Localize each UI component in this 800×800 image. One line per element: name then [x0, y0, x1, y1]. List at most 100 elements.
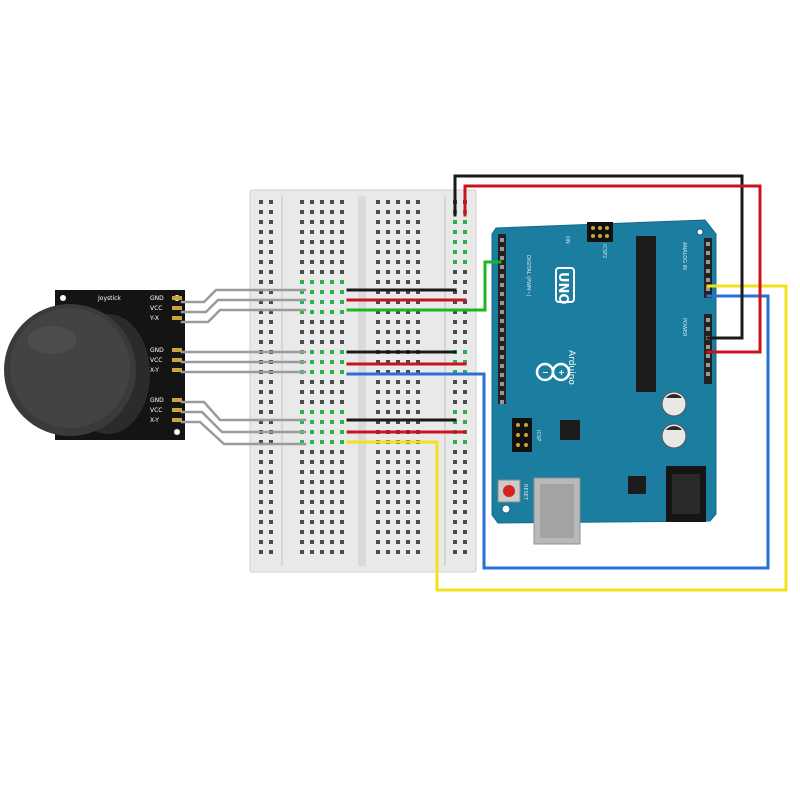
breadboard-hole	[386, 300, 390, 304]
breadboard-hole	[340, 400, 344, 404]
breadboard-hole	[300, 520, 304, 524]
breadboard-hole	[300, 460, 304, 464]
breadboard-hole	[416, 510, 420, 514]
breadboard-hole	[320, 460, 324, 464]
breadboard-hole	[320, 510, 324, 514]
breadboard-hole	[310, 360, 314, 364]
breadboard-hole	[416, 260, 420, 264]
breadboard-hole	[406, 550, 410, 554]
breadboard-hole	[269, 410, 273, 414]
breadboard-hole	[406, 330, 410, 334]
breadboard-hole	[259, 410, 263, 414]
breadboard-hole	[310, 520, 314, 524]
digital-pin	[500, 310, 504, 314]
breadboard-hole	[300, 500, 304, 504]
joystick-pin	[172, 398, 182, 402]
digital-pin	[500, 256, 504, 260]
breadboard-hole	[330, 290, 334, 294]
breadboard-hole	[340, 510, 344, 514]
breadboard-hole	[453, 410, 457, 414]
breadboard-hole	[416, 340, 420, 344]
breadboard-hole	[386, 460, 390, 464]
breadboard-hole	[300, 310, 304, 314]
breadboard-hole	[396, 360, 400, 364]
breadboard-hole	[406, 500, 410, 504]
breadboard-hole	[310, 390, 314, 394]
breadboard-hole	[330, 260, 334, 264]
breadboard-hole	[330, 460, 334, 464]
breadboard-hole	[259, 380, 263, 384]
joystick-pin	[172, 408, 182, 412]
breadboard-hole	[300, 400, 304, 404]
breadboard-hole	[320, 280, 324, 284]
breadboard-hole	[376, 250, 380, 254]
breadboard-hole	[330, 410, 334, 414]
breadboard-hole	[386, 410, 390, 414]
breadboard-hole	[416, 370, 420, 374]
breadboard-hole	[330, 250, 334, 254]
breadboard-hole	[300, 480, 304, 484]
breadboard-hole	[453, 360, 457, 364]
uno-logo: UNO	[555, 267, 575, 305]
breadboard-hole	[416, 460, 420, 464]
breadboard-hole	[330, 200, 334, 204]
digital-pin	[500, 238, 504, 242]
breadboard-hole	[453, 260, 457, 264]
joystick-pin	[172, 348, 182, 352]
breadboard-hole	[406, 460, 410, 464]
breadboard-hole	[416, 230, 420, 234]
breadboard-hole	[463, 260, 467, 264]
breadboard-hole	[463, 490, 467, 494]
breadboard-hole	[340, 240, 344, 244]
breadboard-hole	[269, 250, 273, 254]
breadboard-hole	[269, 520, 273, 524]
breadboard-hole	[259, 330, 263, 334]
breadboard-hole	[406, 470, 410, 474]
breadboard-hole	[320, 470, 324, 474]
breadboard-hole	[406, 230, 410, 234]
breadboard-hole	[386, 370, 390, 374]
breadboard-hole	[463, 250, 467, 254]
breadboard-hole	[453, 490, 457, 494]
breadboard-hole	[463, 350, 467, 354]
breadboard-hole	[396, 460, 400, 464]
breadboard-hole	[310, 490, 314, 494]
breadboard-hole	[340, 530, 344, 534]
breadboard-hole	[310, 340, 314, 344]
breadboard-hole	[396, 470, 400, 474]
breadboard-hole	[340, 390, 344, 394]
breadboard-hole	[269, 320, 273, 324]
breadboard-hole	[259, 400, 263, 404]
breadboard-hole	[320, 450, 324, 454]
breadboard-hole	[396, 500, 400, 504]
digital-pin	[500, 364, 504, 368]
breadboard-hole	[310, 290, 314, 294]
breadboard-hole	[406, 530, 410, 534]
breadboard-hole	[269, 210, 273, 214]
breadboard-hole	[376, 370, 380, 374]
joystick-pin-label: X-Y	[150, 367, 159, 374]
reset-button[interactable]	[497, 479, 521, 503]
breadboard-hole	[396, 280, 400, 284]
breadboard-hole	[386, 210, 390, 214]
breadboard-hole	[386, 540, 390, 544]
breadboard-hole	[320, 360, 324, 364]
breadboard-hole	[300, 250, 304, 254]
breadboard-hole	[463, 290, 467, 294]
breadboard-hole	[386, 320, 390, 324]
breadboard-hole	[320, 260, 324, 264]
breadboard-hole	[396, 210, 400, 214]
breadboard-hole	[310, 500, 314, 504]
breadboard-hole	[310, 350, 314, 354]
breadboard-hole	[340, 220, 344, 224]
breadboard-hole	[300, 270, 304, 274]
joystick-pin-label: VCC	[150, 357, 162, 364]
breadboard-hole	[269, 380, 273, 384]
breadboard-hole	[453, 440, 457, 444]
breadboard-hole	[300, 210, 304, 214]
breadboard-hole	[330, 370, 334, 374]
breadboard-hole	[259, 270, 263, 274]
breadboard-hole	[396, 490, 400, 494]
breadboard-hole	[453, 240, 457, 244]
joystick-wire-gray	[180, 410, 307, 434]
